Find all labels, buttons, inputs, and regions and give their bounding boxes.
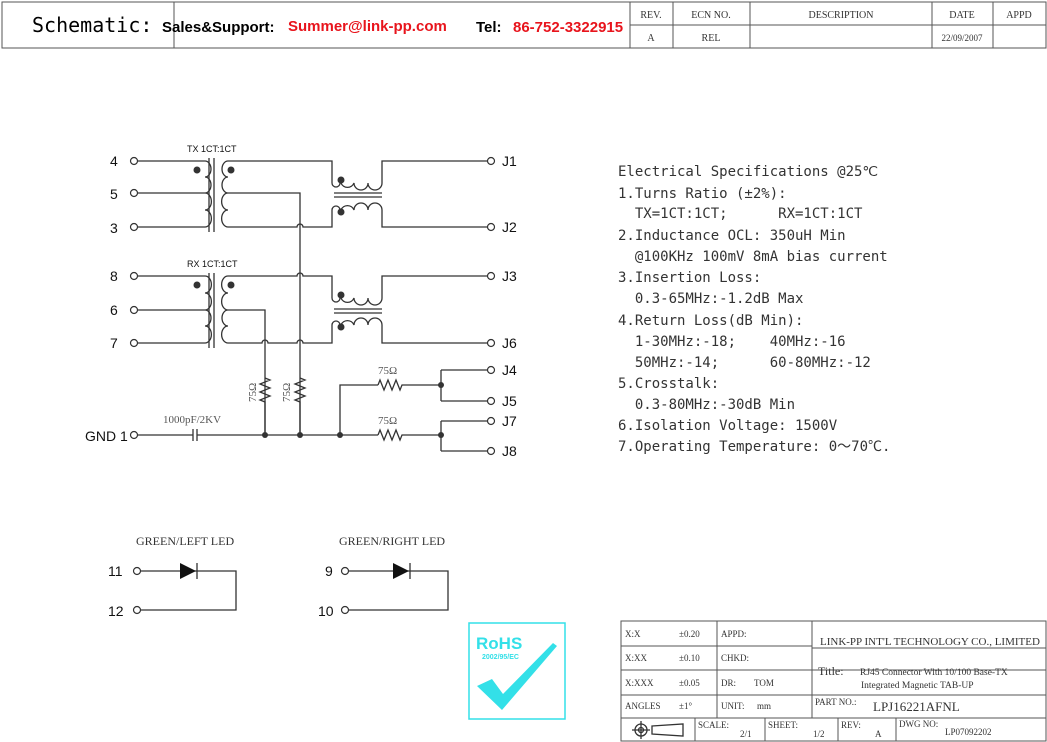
- svg-text:4.Return Loss(dB Min):: 4.Return Loss(dB Min):: [618, 313, 803, 329]
- svg-text:5.Crosstalk:: 5.Crosstalk:: [618, 376, 719, 392]
- svg-text:6: 6: [110, 302, 118, 318]
- tel-number: 86-752-3322915: [513, 19, 623, 36]
- svg-text:X:XX: X:XX: [625, 653, 647, 663]
- svg-text:APPD: APPD: [1006, 10, 1032, 21]
- svg-text:@100KHz 100mV 8mA bias current: @100KHz 100mV 8mA bias current: [618, 249, 888, 265]
- sales-email: Summer@link-pp.com: [288, 18, 447, 35]
- svg-text:J8: J8: [502, 443, 517, 459]
- svg-text:2/1: 2/1: [740, 729, 752, 739]
- tel-label: Tel:: [476, 19, 502, 36]
- svg-text:A: A: [647, 33, 655, 44]
- svg-text:J6: J6: [502, 335, 517, 351]
- svg-text:5: 5: [110, 186, 118, 202]
- svg-text:7: 7: [110, 335, 118, 351]
- resistor-label: 75Ω: [378, 415, 397, 427]
- svg-text:REV:: REV:: [841, 720, 861, 730]
- svg-text:LINK-PP INT'L TECHNOLOGY CO.,: LINK-PP INT'L TECHNOLOGY CO., LIMITED: [820, 636, 1040, 648]
- svg-text:7.Operating Temperature: 0～70℃: 7.Operating Temperature: 0～70℃.: [618, 439, 890, 455]
- resistor-label: 75Ω: [247, 383, 259, 402]
- capacitor-label: 1000pF/2KV: [163, 414, 221, 426]
- svg-text:ANGLES: ANGLES: [625, 701, 661, 711]
- title-block: X:X±0.20 X:XX±0.10 X:XXX±0.05 ANGLES±1° …: [625, 629, 1040, 739]
- svg-text:DR:: DR:: [721, 678, 736, 688]
- svg-text:2002/95/EC: 2002/95/EC: [482, 654, 519, 661]
- svg-text:ECN NO.: ECN NO.: [691, 10, 730, 21]
- svg-text:REV.: REV.: [640, 10, 661, 21]
- svg-text:APPD:: APPD:: [721, 629, 747, 639]
- resistor-label: 75Ω: [281, 383, 293, 402]
- svg-text:CHKD:: CHKD:: [721, 653, 749, 663]
- svg-text:0.3-80MHz:-30dB Min: 0.3-80MHz:-30dB Min: [618, 397, 795, 413]
- svg-text:X:XXX: X:XXX: [625, 678, 654, 688]
- svg-text:LP07092202: LP07092202: [945, 727, 992, 737]
- svg-text:Integrated Magnetic TAB-UP: Integrated Magnetic TAB-UP: [861, 681, 974, 691]
- transformer-circuit: TX 1CT:1CT RX 1CT:1CT 45 38 67 GND 1 75: [85, 144, 517, 459]
- svg-text:TOM: TOM: [754, 678, 774, 688]
- led-right: GREEN/RIGHT LED 9 10: [318, 534, 449, 619]
- resistor-label: 75Ω: [378, 365, 397, 377]
- svg-text:8: 8: [110, 268, 118, 284]
- svg-text:11: 11: [108, 563, 123, 579]
- svg-text:X:X: X:X: [625, 629, 641, 639]
- svg-text:RJ45 Connector With 10/100 Bas: RJ45 Connector With 10/100 Base-TX: [860, 668, 1008, 678]
- svg-text:3.Insertion Loss:: 3.Insertion Loss:: [618, 270, 761, 286]
- svg-text:TX=1CT:1CT; RX=1CT:1CT: TX=1CT:1CT; RX=1CT:1CT: [618, 206, 863, 222]
- electrical-specifications: Electrical Specifications @25℃ 1.Turns Ra…: [618, 164, 890, 455]
- svg-text:LPJ16221AFNL: LPJ16221AFNL: [873, 699, 960, 714]
- svg-text:J2: J2: [502, 219, 517, 235]
- svg-text:Title:: Title:: [818, 664, 844, 678]
- svg-text:±1°: ±1°: [679, 701, 692, 711]
- svg-text:J4: J4: [502, 362, 517, 378]
- svg-text:PART NO.:: PART NO.:: [815, 697, 856, 707]
- title-block-frame: [620, 620, 1047, 742]
- projection-symbol-icon: [632, 721, 684, 739]
- svg-text:±0.20: ±0.20: [679, 629, 700, 639]
- svg-text:A: A: [875, 729, 882, 739]
- svg-text:GND 1: GND 1: [85, 428, 128, 444]
- svg-text:DATE: DATE: [949, 10, 975, 21]
- svg-text:3: 3: [110, 220, 118, 236]
- svg-text:0.3-65MHz:-1.2dB Max: 0.3-65MHz:-1.2dB Max: [618, 291, 803, 307]
- svg-text:12: 12: [108, 603, 124, 619]
- svg-text:J7: J7: [502, 413, 517, 429]
- svg-text:4: 4: [110, 153, 118, 169]
- svg-text:22/09/2007: 22/09/2007: [941, 33, 983, 43]
- svg-text:TX 1CT:1CT: TX 1CT:1CT: [187, 144, 237, 154]
- svg-text:J5: J5: [502, 393, 517, 409]
- svg-text:10: 10: [318, 603, 334, 619]
- svg-text:mm: mm: [757, 701, 771, 711]
- header-frame: [1, 1, 1047, 49]
- led-left: GREEN/LEFT LED 11 12: [108, 534, 237, 619]
- revision-table: REV. ECN NO. DESCRIPTION DATE APPD A REL 22…: [640, 10, 1031, 44]
- svg-text:6.Isolation Voltage: 1500V: 6.Isolation Voltage: 1500V: [618, 418, 838, 434]
- rohs-logo: RoHS 2002/95/EC: [468, 622, 566, 720]
- svg-text:1-30MHz:-18; 40MHz:-16: 1-30MHz:-18; 40MHz:-16: [618, 334, 846, 350]
- svg-text:GREEN/RIGHT LED: GREEN/RIGHT LED: [339, 534, 445, 548]
- svg-text:RX 1CT:1CT: RX 1CT:1CT: [187, 259, 238, 269]
- svg-text:DWG NO:: DWG NO:: [899, 719, 938, 729]
- svg-text:DESCRIPTION: DESCRIPTION: [808, 10, 873, 21]
- svg-text:1.Turns Ratio (±2%):: 1.Turns Ratio (±2%):: [618, 186, 787, 202]
- schematic-title: Schematic:: [32, 13, 152, 37]
- svg-text:SHEET:: SHEET:: [768, 720, 798, 730]
- svg-text:SCALE:: SCALE:: [698, 720, 729, 730]
- svg-text:J3: J3: [502, 268, 517, 284]
- svg-text:RoHS: RoHS: [476, 634, 522, 653]
- svg-text:J1: J1: [502, 153, 517, 169]
- svg-text:GREEN/LEFT LED: GREEN/LEFT LED: [136, 534, 234, 548]
- svg-text:UNIT:: UNIT:: [721, 701, 745, 711]
- svg-text:Electrical Specifications @25℃: Electrical Specifications @25℃: [618, 164, 878, 180]
- svg-text:±0.10: ±0.10: [679, 653, 700, 663]
- svg-text:9: 9: [325, 563, 333, 579]
- svg-text:50MHz:-14; 60-80MHz:-12: 50MHz:-14; 60-80MHz:-12: [618, 355, 871, 371]
- svg-text:2.Inductance OCL: 350uH Min: 2.Inductance OCL: 350uH Min: [618, 228, 846, 244]
- svg-text:REL: REL: [702, 33, 721, 44]
- svg-text:±0.05: ±0.05: [679, 678, 700, 688]
- svg-text:1/2: 1/2: [813, 729, 825, 739]
- sales-label: Sales&Support:: [162, 19, 275, 36]
